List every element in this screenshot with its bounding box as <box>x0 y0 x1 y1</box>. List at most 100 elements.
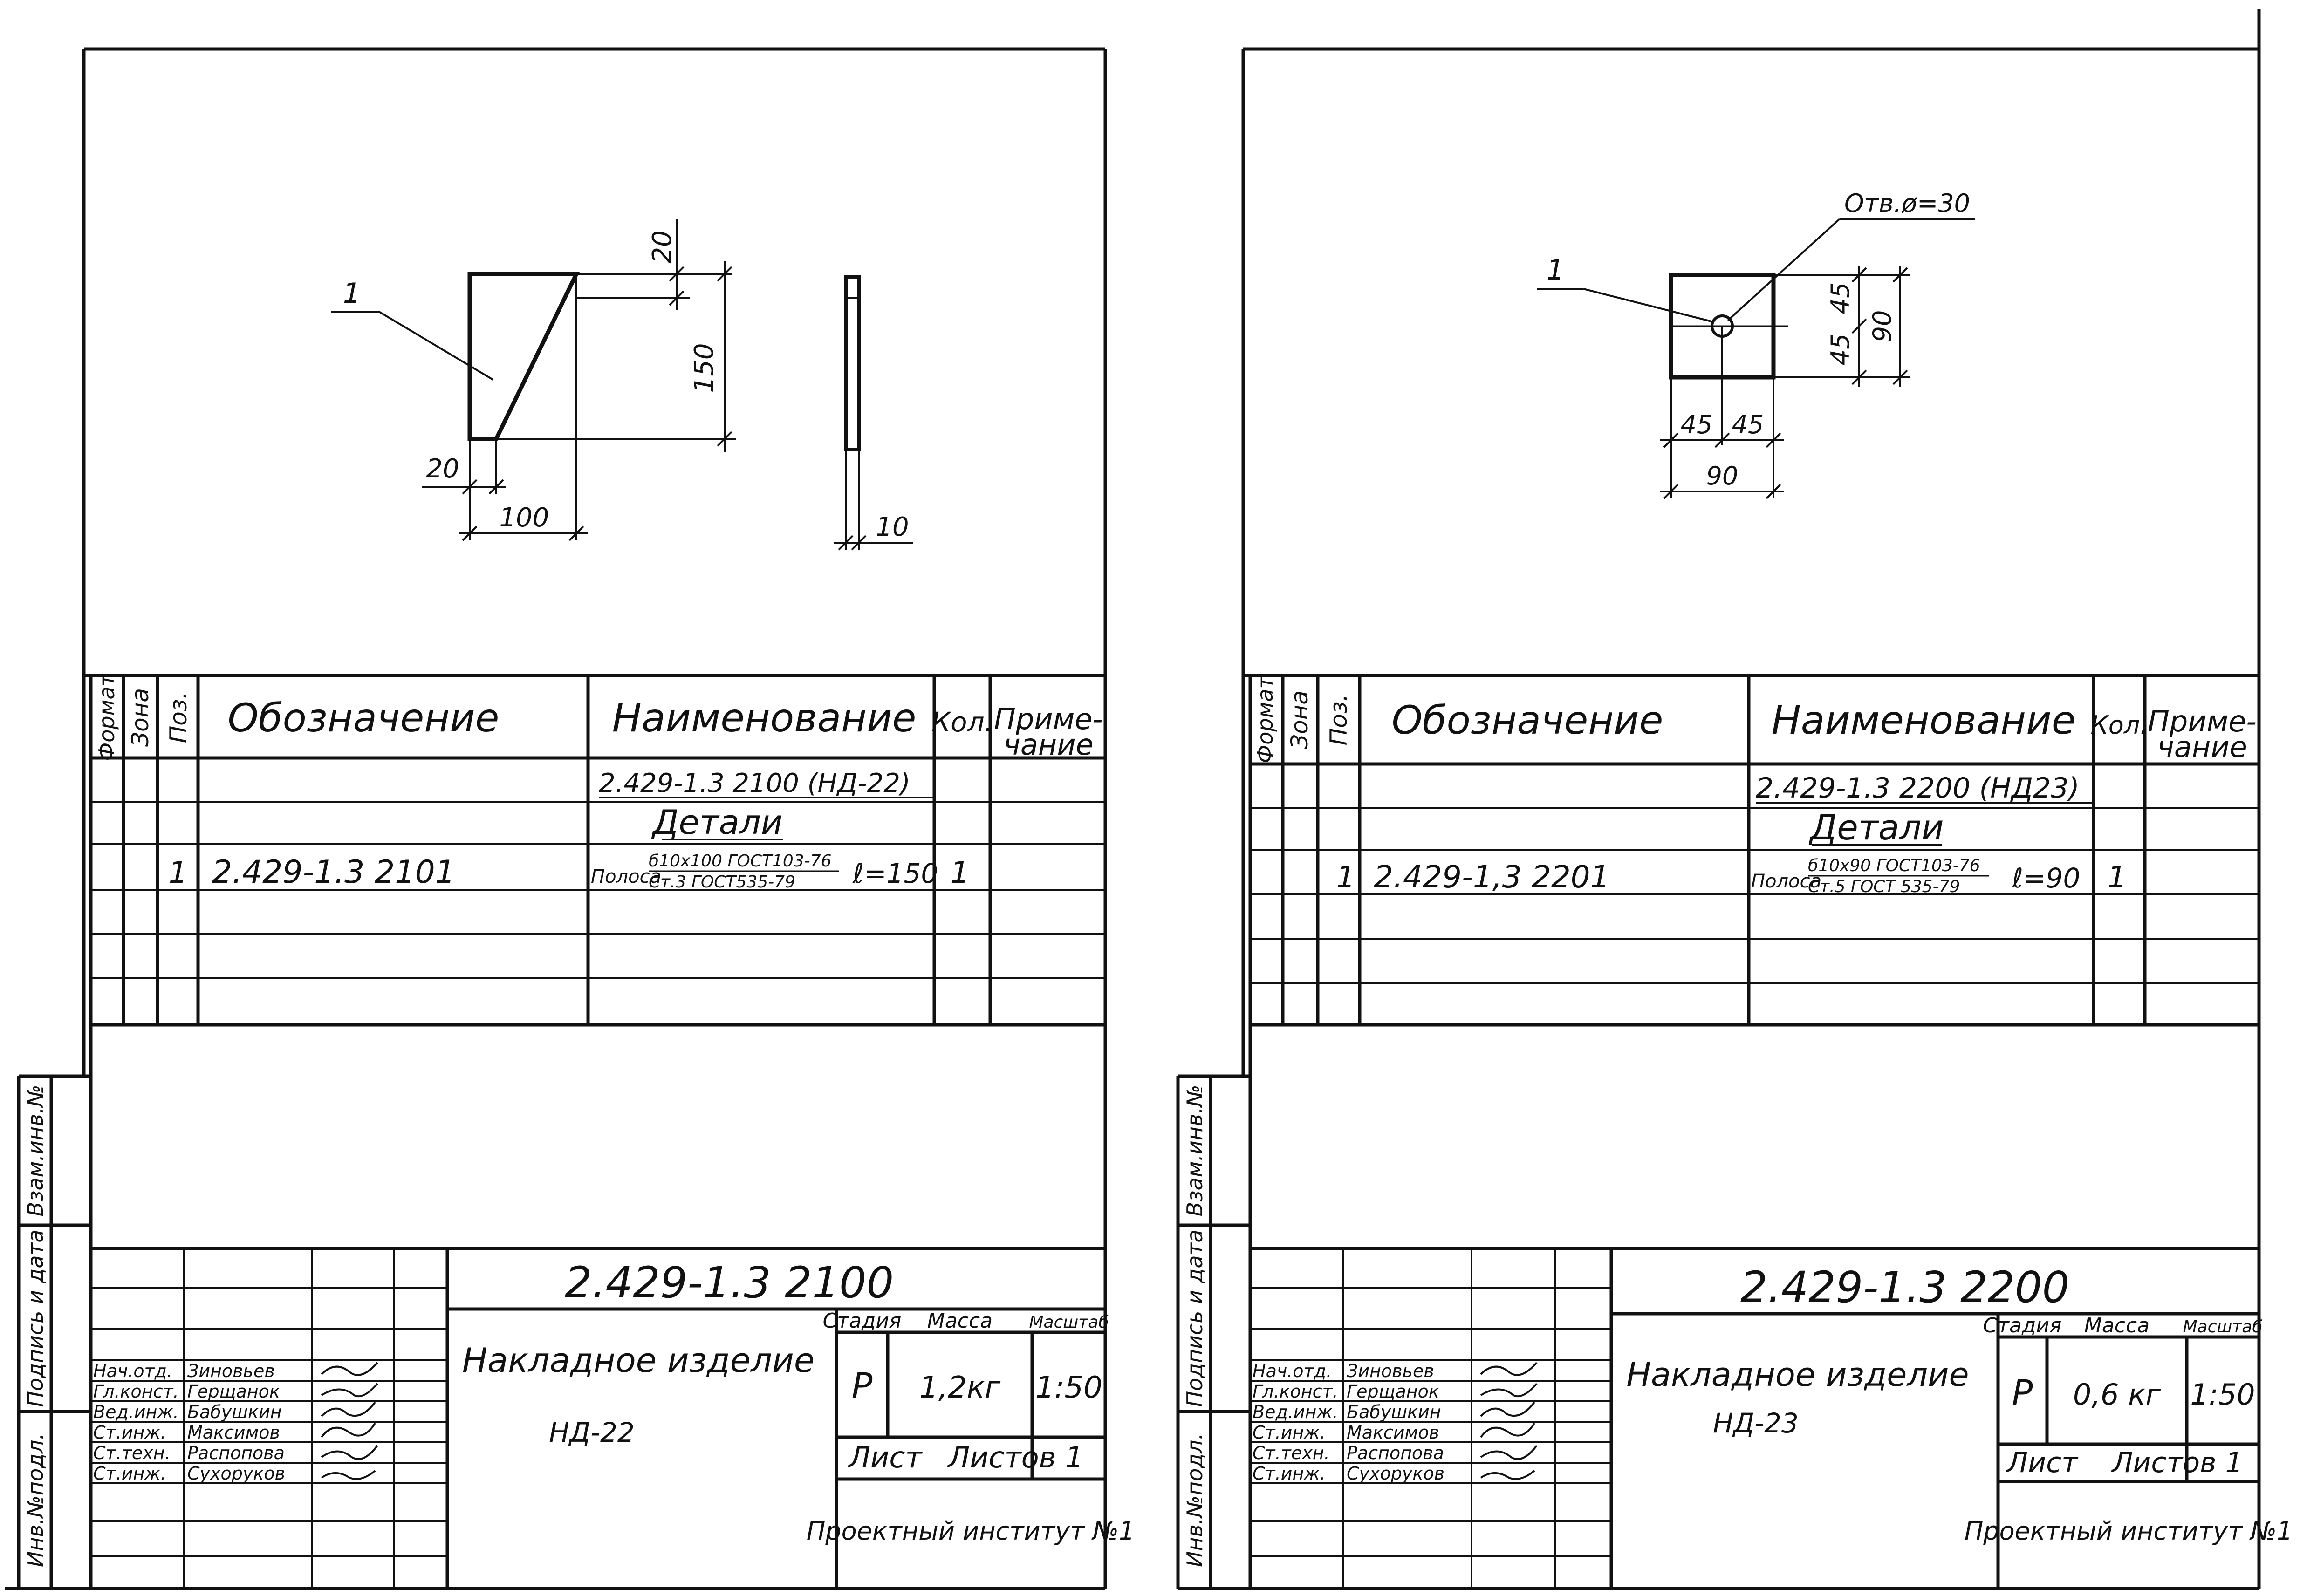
item-name: Накладное изделие <box>1626 1356 1969 1394</box>
title-block: 2.429-1.3 2100 Накладное изделие НД-22 С… <box>91 1247 1135 1589</box>
staff-role-3: Вед.инж. <box>93 1402 179 1422</box>
col-qty: Кол. <box>2090 710 2148 740</box>
staff-role-4: Ст.инж. <box>93 1422 166 1443</box>
sheet-label: Лист <box>2006 1446 2079 1479</box>
col-name: Наименование <box>612 695 917 741</box>
sheets-label: Листов 1 <box>2111 1446 2243 1479</box>
scale-value: 1:50 <box>1035 1371 1102 1405</box>
col-format: Формат <box>1253 675 1278 763</box>
stage-label: Стадия <box>823 1309 902 1333</box>
col-designation: Обозначение <box>228 695 500 741</box>
row-length: ℓ=90 <box>2012 862 2080 894</box>
col-zone: Зона <box>127 688 154 747</box>
sheet-frame <box>1178 9 2261 1590</box>
col-note-1: Приме- <box>2148 704 2257 738</box>
col-note-1: Приме- <box>994 702 1103 736</box>
row-pos: 1 <box>169 856 188 890</box>
sheets-label: Листов 1 <box>947 1440 1084 1474</box>
plate-outline <box>467 272 580 441</box>
staff-role-1: Нач.отд. <box>93 1361 172 1381</box>
staff-name-5: Распопова <box>1347 1443 1444 1463</box>
staff-name-6: Сухоруков <box>187 1463 285 1484</box>
stage-label: Стадия <box>1983 1314 2062 1337</box>
signatures <box>1480 1362 1538 1480</box>
doc-ref: 2.429-1.3 2200 (НД23) <box>1756 772 2080 805</box>
staff-name-3: Бабушкин <box>1347 1402 1441 1422</box>
staff-name-2: Герщанок <box>1347 1381 1439 1402</box>
dim-width: 100 <box>500 503 549 533</box>
side-stamp: Взам.инв.№ Подпись и дата Инв.№подл. <box>17 1074 91 1589</box>
part-drawing: 150 20 100 20 1 10 <box>331 219 913 551</box>
spec-table: Формат Зона Поз. Обозначение Наименовани… <box>1243 674 2259 1027</box>
staff-list: Нач.отд. Зиновьев Гл.конст. Герщанок Вед… <box>1253 1361 1444 1484</box>
org-name: Проектный институт №1 <box>807 1516 1135 1546</box>
item-code: НД-22 <box>549 1417 635 1448</box>
mass-value: 0,6 кг <box>2073 1378 2161 1412</box>
scale-value: 1:50 <box>2190 1378 2255 1412</box>
row-name-prefix: Полоса <box>1751 871 1821 892</box>
part-drawing: 45 45 90 45 45 90 1 Отв.ø=30 <box>1537 189 1975 499</box>
sheet-nd-22-drawing: 150 20 100 20 1 10 <box>5 47 1135 1590</box>
doc-number: 2.429-1.3 2100 <box>565 1258 894 1308</box>
staff-role-5: Ст.техн. <box>1253 1443 1330 1463</box>
staff-name-5: Распопова <box>187 1443 285 1463</box>
row-designation: 2.429-1,3 2201 <box>1374 859 1610 895</box>
item-name: Накладное изделие <box>462 1341 815 1380</box>
callout-pos-1: 1 <box>343 277 361 310</box>
row-length: ℓ=150 <box>852 858 938 889</box>
col-note-2: чание <box>2157 730 2247 764</box>
staff-name-6: Сухоруков <box>1347 1463 1444 1484</box>
staff-role-3: Вед.инж. <box>1253 1402 1338 1422</box>
staff-name-1: Зиновьев <box>187 1361 275 1381</box>
sheet-nd-23-drawing: 45 45 90 45 45 90 1 Отв.ø=30 <box>1176 9 2293 1590</box>
spec-table: Формат Зона Поз. Обозначение Наименовани… <box>84 673 1105 1027</box>
col-note-2: чание <box>1003 728 1094 762</box>
scale-label: Масштаб <box>1029 1313 1109 1332</box>
col-format: Формат <box>94 673 119 761</box>
dim-thickness: 10 <box>876 512 909 542</box>
stage-value: Р <box>852 1366 873 1406</box>
dim-height: 150 <box>689 343 719 393</box>
sheet-nd-22: 150 20 100 20 1 10 <box>5 47 1135 1590</box>
row-name-top: б10х90 ГОСТ103-76 <box>1808 856 1980 875</box>
staff-name-2: Герщанок <box>187 1381 280 1402</box>
stage-value: Р <box>2012 1373 2033 1413</box>
staff-role-6: Ст.инж. <box>93 1463 166 1484</box>
row-name-bottom: Ст.3 ГОСТ535-79 <box>649 873 795 892</box>
scale-label: Масштаб <box>2183 1317 2262 1337</box>
stamp-podpis: Подпись и дата <box>23 1229 48 1407</box>
callout-pos-1: 1 <box>1547 254 1564 286</box>
side-stamp: Взам.инв.№ Подпись и дата Инв.№подл. <box>1176 1074 1250 1589</box>
section-details: Детали <box>651 803 782 842</box>
dim-v1: 45 <box>1826 282 1855 314</box>
row-name-prefix: Полоса <box>591 866 661 887</box>
doc-number: 2.429-1.3 2200 <box>1740 1262 2069 1312</box>
signatures <box>321 1362 378 1480</box>
mass-label: Масса <box>927 1309 993 1333</box>
staff-role-1: Нач.отд. <box>1253 1361 1332 1381</box>
staff-name-4: Максимов <box>187 1422 280 1443</box>
dim-h1: 45 <box>1681 410 1713 439</box>
staff-name-3: Бабушкин <box>187 1402 282 1422</box>
sheet-label: Лист <box>848 1440 923 1474</box>
dim-v2: 45 <box>1826 334 1855 366</box>
staff-role-2: Гл.конст. <box>1253 1381 1338 1402</box>
row-pos: 1 <box>1336 860 1355 895</box>
row-name-bottom: Ст.5 ГОСТ 535-79 <box>1808 877 1960 896</box>
col-zone: Зона <box>1286 690 1313 749</box>
staff-role-6: Ст.инж. <box>1253 1463 1326 1484</box>
item-code: НД-23 <box>1713 1407 1799 1439</box>
col-qty: Кол. <box>931 706 993 738</box>
stamp-podpis: Подпись и дата <box>1182 1229 1207 1407</box>
sheet-nd-23: 45 45 90 45 45 90 1 Отв.ø=30 <box>1150 0 2300 1596</box>
stamp-vzam: Взам.инв.№ <box>23 1084 48 1216</box>
mass-value: 1,2кг <box>919 1371 1000 1405</box>
dim-top: 20 <box>647 230 678 263</box>
dim-h-total: 90 <box>1706 461 1739 491</box>
dim-v-total: 90 <box>1868 310 1897 342</box>
col-pos: Поз. <box>165 692 192 743</box>
sheet-frame <box>5 47 1107 1590</box>
dim-left: 20 <box>426 454 459 484</box>
section-details: Детали <box>1808 808 1944 848</box>
side-view-plate <box>844 275 861 451</box>
